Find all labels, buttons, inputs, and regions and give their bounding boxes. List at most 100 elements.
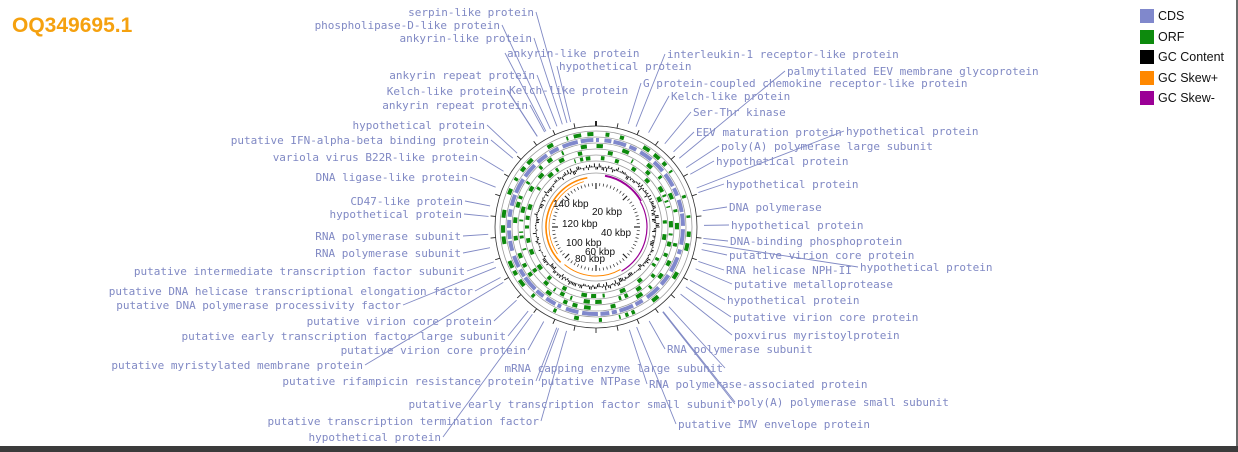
leader-line [702, 206, 728, 212]
cds-feature [669, 256, 680, 273]
cds-feature [663, 173, 675, 188]
cds-feature [645, 285, 661, 300]
scale-tick [584, 184, 586, 188]
scale-tick [633, 208, 637, 210]
gc-content-bar [570, 281, 573, 284]
gene-label: DNA polymerase [729, 201, 822, 214]
gc-content-bar [614, 279, 617, 284]
gene-label: putative transcription termination facto… [267, 415, 539, 428]
cds-feature [611, 309, 618, 315]
gene-label: DNA-binding phosphoprotein [730, 235, 902, 248]
gc-content-bar [651, 249, 654, 252]
outer-tick [636, 129, 640, 135]
orf-feature [512, 269, 519, 277]
outer-tick [696, 237, 702, 239]
leader-line [464, 200, 491, 207]
scale-tick [555, 208, 559, 210]
cds-feature [512, 255, 521, 268]
orf-feature [614, 158, 620, 164]
scale-tick [606, 266, 608, 270]
orf-feature [583, 299, 591, 304]
gene-label: RNA polymerase-associated protein [649, 378, 868, 391]
legend: CDS ORF GC Content GC Skew+ GC Skew- [1140, 6, 1224, 109]
leader-line [462, 233, 489, 237]
gc-content-bar [651, 214, 655, 216]
gc-content-bar [624, 276, 627, 280]
gc-content-bar [548, 190, 550, 192]
leader-line [664, 111, 692, 145]
gene-label: mRNA capping enzyme large subunit [504, 362, 723, 375]
gc-content-bar [538, 243, 541, 245]
gc-content-bar [632, 180, 635, 183]
scale-tick [613, 264, 615, 268]
gc-content-bar [646, 259, 649, 262]
gene-label: hypothetical protein [353, 119, 485, 132]
gene-label: RNA polymerase subunit [315, 230, 461, 243]
gene-label: variola virus B22R-like protein [273, 151, 478, 164]
scale-tick [631, 247, 635, 250]
gc-content-bar [643, 263, 645, 265]
gc-content-bar [543, 260, 547, 263]
gene-label: putative IMV envelope protein [678, 418, 870, 431]
legend-label-gc-content: GC Content [1158, 50, 1225, 65]
orf-feature [521, 262, 528, 268]
gc-content-bar [554, 180, 557, 183]
outer-tick [670, 155, 676, 160]
leader-line [462, 247, 491, 254]
outer-tick [552, 319, 556, 325]
leader-line [501, 24, 551, 130]
gc-content-bar [652, 207, 656, 209]
cds-feature [536, 153, 549, 164]
leader-line [690, 160, 715, 175]
leader-line [504, 52, 547, 132]
scale-tick [619, 260, 622, 264]
cds-feature [679, 213, 685, 226]
leader-line [698, 183, 725, 194]
gc-content-bar [579, 284, 581, 288]
scale-tick [567, 193, 570, 196]
orf-feature [681, 194, 687, 199]
orf-feature [537, 172, 545, 180]
leader-line [556, 65, 572, 123]
gc-content-bar [535, 240, 538, 242]
gc-content-bar [571, 282, 574, 285]
orf-feature [528, 185, 535, 193]
scale-tick [559, 250, 563, 253]
gene-label: putative myristylated membrane protein [111, 359, 363, 372]
scale-tick [635, 237, 639, 239]
orf-feature [623, 293, 629, 299]
orf-feature [525, 180, 531, 186]
scale-tick [588, 183, 590, 187]
gene-label: G protein-coupled chemokine receptor-lik… [643, 77, 968, 90]
scale-tick [564, 195, 570, 201]
outer-tick [490, 237, 496, 239]
leader-line [507, 310, 529, 337]
gc-content-bar [650, 250, 653, 253]
right-scrollbar-edge [1236, 0, 1238, 446]
gc-content-bar [608, 165, 610, 169]
scale-tick [577, 186, 579, 190]
scale-label-120kbp: 120 kbp [562, 219, 598, 230]
gc-content-bar [552, 266, 555, 269]
scale-label-40kbp: 40 kbp [601, 228, 631, 239]
orf-feature [565, 136, 569, 141]
gene-label: putative DNA polymerase processivity fac… [116, 299, 401, 312]
scale-tick [564, 253, 570, 259]
gc-content-bar [651, 212, 655, 215]
gc-content-bar [605, 282, 608, 287]
leader-line [486, 124, 518, 154]
gc-content-bar [621, 277, 624, 281]
gc-content-bar [605, 167, 608, 172]
gc-content-bar [626, 176, 630, 180]
orf-feature [538, 165, 544, 171]
gc-content-bar [561, 273, 564, 277]
cds-feature [600, 311, 610, 316]
scale-tick [554, 211, 558, 214]
leader-line [527, 321, 545, 351]
orf-feature [546, 157, 554, 164]
legend-item-gc-skew-plus: GC Skew+ [1140, 68, 1224, 89]
orf-feature [654, 256, 660, 262]
gene-label: hypothetical protein [309, 431, 441, 444]
orf-feature [546, 275, 553, 281]
gc-content-bar [642, 187, 645, 190]
